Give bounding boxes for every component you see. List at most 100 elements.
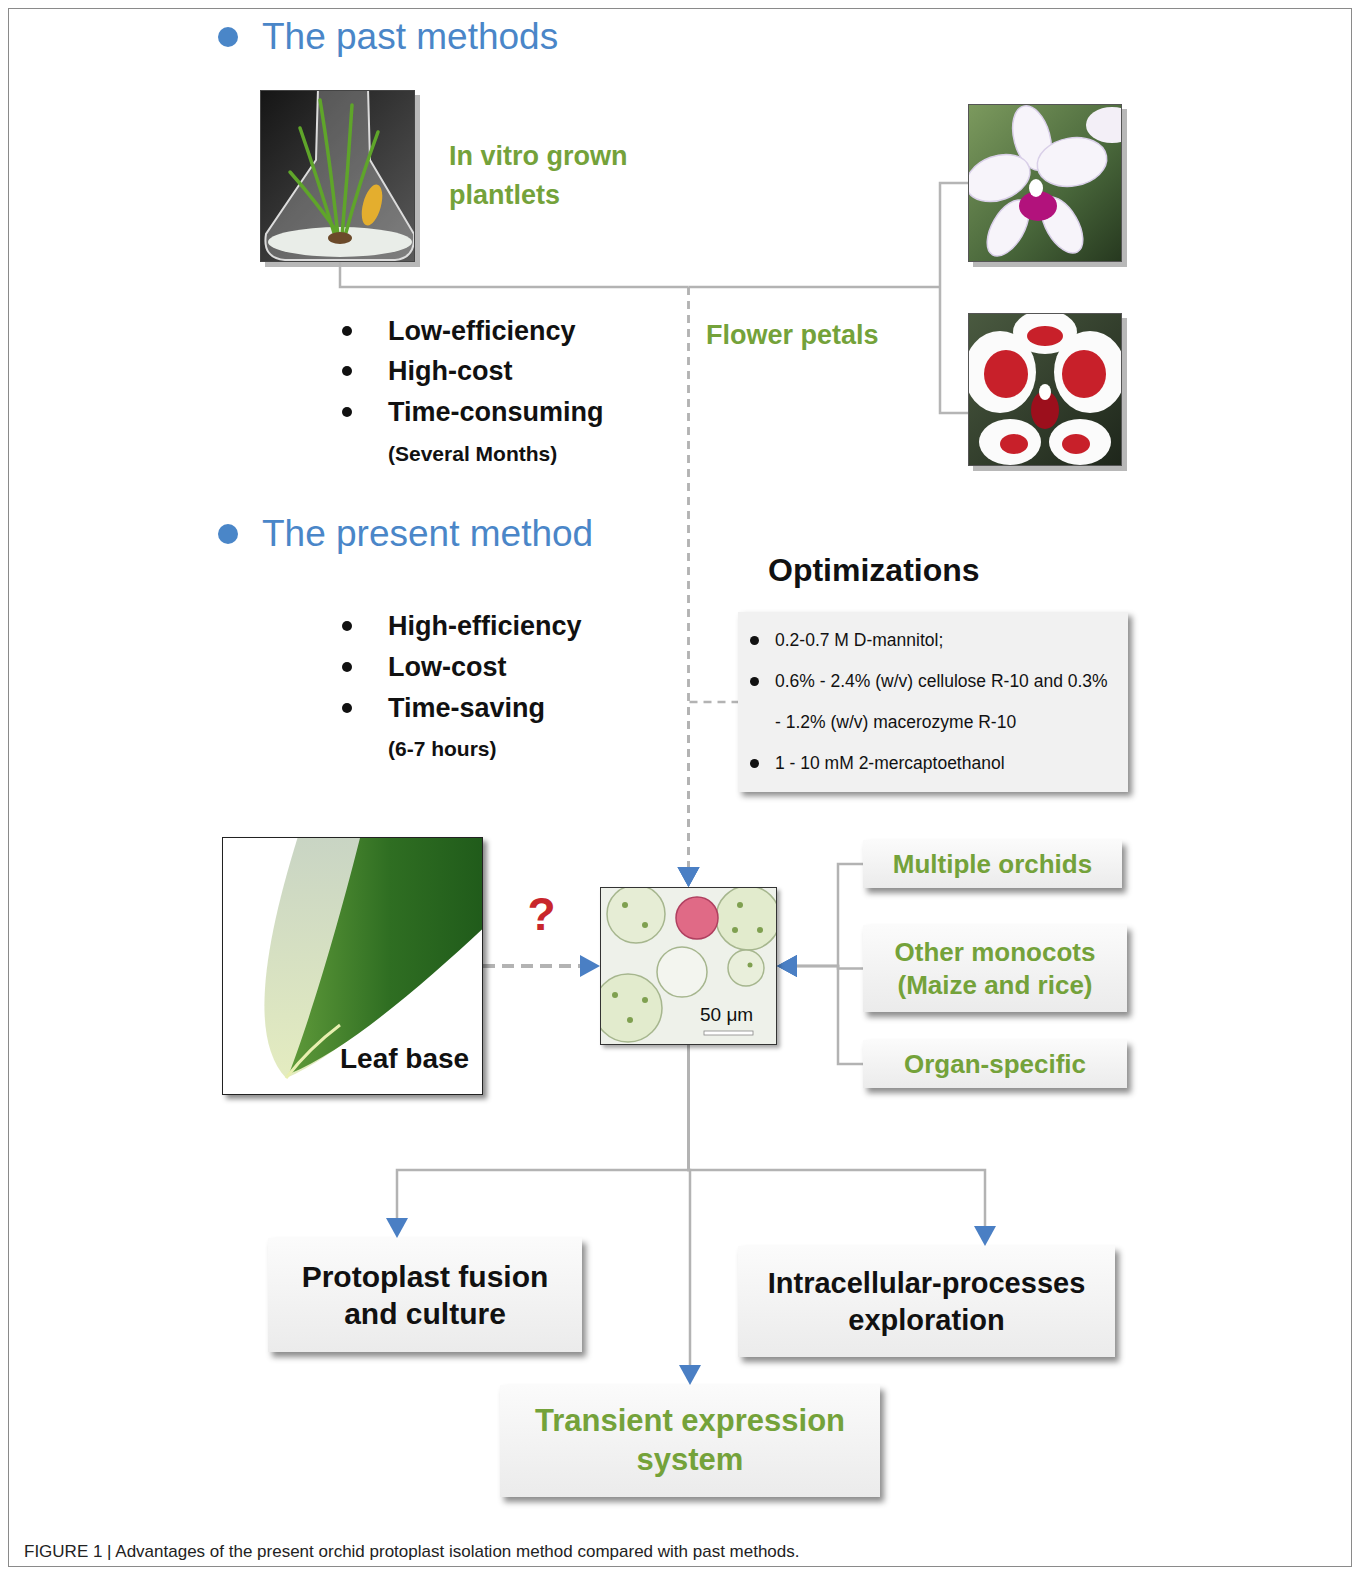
bullet-dot bbox=[342, 326, 352, 336]
label-holder: The present method bbox=[262, 511, 593, 557]
edge-label: ? bbox=[527, 889, 555, 939]
label-holder: ? bbox=[527, 889, 555, 939]
flower-photo bbox=[959, 101, 1138, 267]
box-text: Organ-specific bbox=[904, 1048, 1086, 1081]
optimization-group: Optimizations 0.2-0.7 M D-mannitol;0.6% -… bbox=[738, 548, 1128, 792]
bracket-line bbox=[940, 183, 968, 413]
photo-group: Flower petals bbox=[940, 104, 1124, 466]
label-holder: Time-consuming bbox=[388, 394, 604, 430]
process-box: Other monocots (Maize and rice) bbox=[863, 925, 1127, 1012]
pink-cell bbox=[676, 897, 718, 939]
cells bbox=[600, 887, 777, 1042]
figure-frame bbox=[9, 9, 1352, 1567]
photo-border bbox=[261, 91, 415, 262]
connector bbox=[483, 955, 600, 977]
connector-line bbox=[689, 286, 941, 289]
bullet-text: Low-cost bbox=[388, 649, 507, 685]
outcome-box: Protoplast fusion and culture bbox=[268, 1238, 582, 1352]
optimization-panel: 0.2-0.7 M D-mannitol;0.6% - 2.4% (w/v) c… bbox=[738, 612, 1128, 792]
arrowhead bbox=[678, 867, 700, 887]
petals bbox=[968, 313, 1122, 465]
petals bbox=[968, 104, 1111, 262]
bullet-text: Low-efficiency bbox=[388, 313, 576, 349]
bullet-dot bbox=[342, 621, 352, 631]
label-holder: Low-cost bbox=[388, 649, 507, 685]
bullet-dot bbox=[342, 366, 352, 376]
caption-text: Leaf base bbox=[340, 1042, 469, 1076]
arrowhead bbox=[386, 1218, 408, 1238]
protoplast-micrograph bbox=[600, 887, 777, 1045]
bullet-text: 0.2-0.7 M D-mannitol; bbox=[775, 620, 1114, 661]
box-text: Multiple orchids bbox=[893, 848, 1092, 881]
title-dot bbox=[218, 27, 238, 47]
connector bbox=[777, 864, 863, 977]
bullet-text: High-cost bbox=[388, 353, 513, 389]
caption-text: In vitro grown plantlets bbox=[449, 137, 664, 215]
photo-border bbox=[969, 314, 1122, 466]
connector-dashed bbox=[687, 287, 690, 873]
photo-box: In vitro grown plantlets bbox=[260, 90, 415, 262]
bullet-dot bbox=[750, 759, 759, 768]
caption-text: 50 μm bbox=[700, 1004, 753, 1026]
arrowhead bbox=[777, 955, 797, 977]
bullet-text: High-efficiency bbox=[388, 608, 582, 644]
connector-dashed bbox=[687, 287, 690, 873]
caption-text: Flower petals bbox=[706, 317, 879, 353]
micrograph-box: 50 μm bbox=[600, 887, 777, 1045]
label-holder: Low-efficiency bbox=[388, 313, 576, 349]
scale-bar bbox=[704, 1031, 753, 1035]
flower-photo bbox=[964, 310, 1127, 471]
agar bbox=[268, 227, 412, 257]
section-title: The present method bbox=[262, 511, 593, 557]
blotches bbox=[984, 326, 1106, 454]
section-title: The past methods bbox=[262, 14, 558, 60]
bullet-text: 0.6% - 2.4% (w/v) cellulose R-10 and 0.3… bbox=[775, 661, 1114, 743]
label-holder: (Several Months) bbox=[388, 440, 557, 468]
flask bbox=[265, 90, 414, 260]
connector bbox=[777, 955, 863, 1064]
figure-caption: FIGURE 1 | Advantages of the present orc… bbox=[24, 1541, 1334, 1563]
arrowhead bbox=[678, 867, 700, 887]
bullet-dot bbox=[342, 662, 352, 672]
connector-dashed bbox=[483, 964, 586, 968]
connector-line bbox=[791, 966, 863, 1064]
flask-photo bbox=[260, 88, 420, 267]
bullet-dot bbox=[342, 703, 352, 713]
bullet-row: 0.2-0.7 M D-mannitol; bbox=[750, 620, 1114, 661]
photo-border bbox=[969, 105, 1122, 262]
leaf-blade bbox=[289, 837, 483, 1074]
connector-dashed bbox=[689, 702, 739, 873]
arrowhead bbox=[777, 955, 797, 977]
column bbox=[1039, 384, 1051, 400]
label-holder: High-cost bbox=[388, 353, 513, 389]
connector-line bbox=[791, 864, 863, 966]
leaf-edge bbox=[264, 837, 483, 1078]
label-holder: Time-saving bbox=[388, 690, 545, 726]
outcome-box: Intracellular-processes exploration bbox=[738, 1246, 1115, 1357]
arrowhead bbox=[777, 955, 797, 977]
petal bbox=[1086, 107, 1122, 143]
bullet-text: Time-saving bbox=[388, 690, 545, 726]
title-dot bbox=[218, 524, 238, 544]
box-text: Protoplast fusion and culture bbox=[284, 1258, 566, 1333]
caption-holder: FIGURE 1 | Advantages of the present orc… bbox=[24, 1541, 1334, 1563]
box-text: Other monocots (Maize and rice) bbox=[875, 936, 1115, 1001]
connector bbox=[679, 1045, 701, 1385]
bullet-dot bbox=[750, 636, 759, 645]
bullet-dot bbox=[342, 407, 352, 417]
connector bbox=[340, 262, 700, 887]
column bbox=[1029, 179, 1043, 197]
arrowhead bbox=[974, 1226, 996, 1246]
bullet-dot bbox=[750, 677, 759, 686]
connector-line bbox=[340, 262, 689, 287]
label-holder: The past methods bbox=[262, 14, 558, 60]
arrowhead bbox=[580, 955, 600, 977]
box-text: Intracellular-processes exploration bbox=[754, 1265, 1099, 1338]
arrowhead bbox=[678, 867, 700, 887]
arrowhead bbox=[679, 1365, 701, 1385]
panel-heading: Optimizations bbox=[768, 548, 1128, 592]
